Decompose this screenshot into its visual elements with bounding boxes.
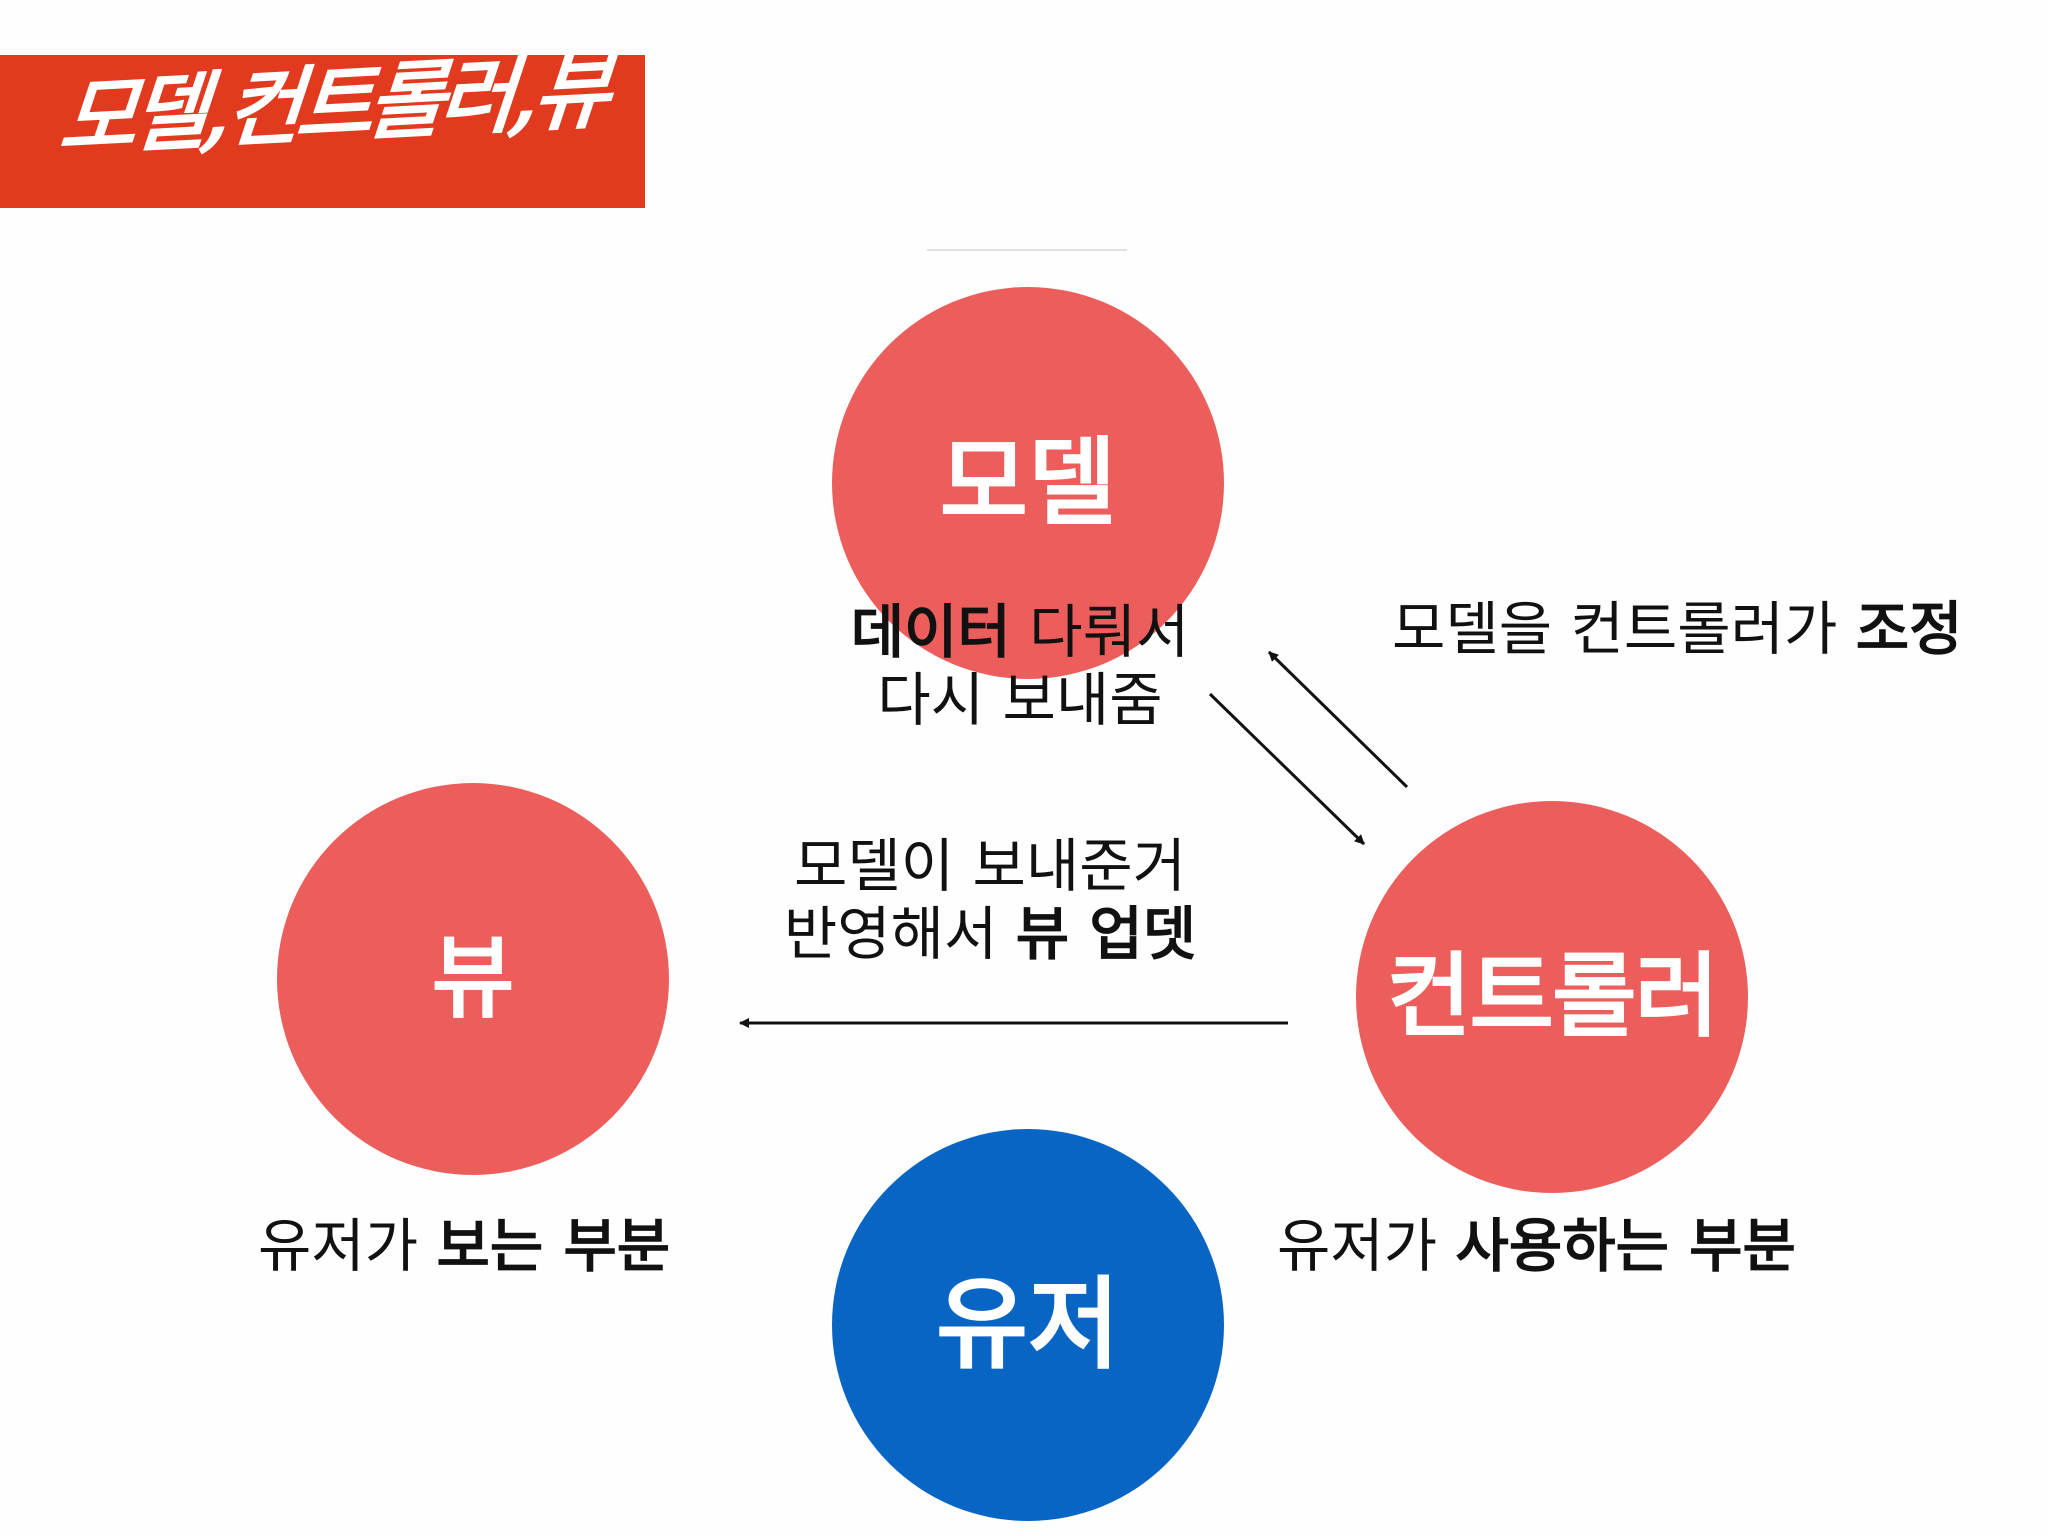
model-node: 모델 — [832, 287, 1224, 679]
arrow-model-to-controller — [1208, 692, 1366, 846]
title-banner: 모델,컨트롤러,뷰 — [0, 40, 645, 208]
arrow-controller-to-model — [1267, 650, 1409, 789]
controller-description: 유저가 사용하는 부분 — [1277, 1212, 1796, 1280]
view-update-label: 모델이 보내준거 반영해서 뷰 업뎃 — [783, 832, 1197, 968]
model-description: 데이터 다뤄서 다시 보내줌 — [850, 598, 1190, 734]
divider — [927, 249, 1127, 251]
view-description: 유저가 보는 부분 — [258, 1212, 671, 1280]
view-node: 뷰 — [277, 783, 669, 1175]
user-node: 유저 — [832, 1129, 1224, 1521]
controller-adjusts-model-label: 모델을 컨트롤러가 조정 — [1392, 595, 1963, 663]
controller-node: 컨트롤러 — [1356, 801, 1748, 1193]
